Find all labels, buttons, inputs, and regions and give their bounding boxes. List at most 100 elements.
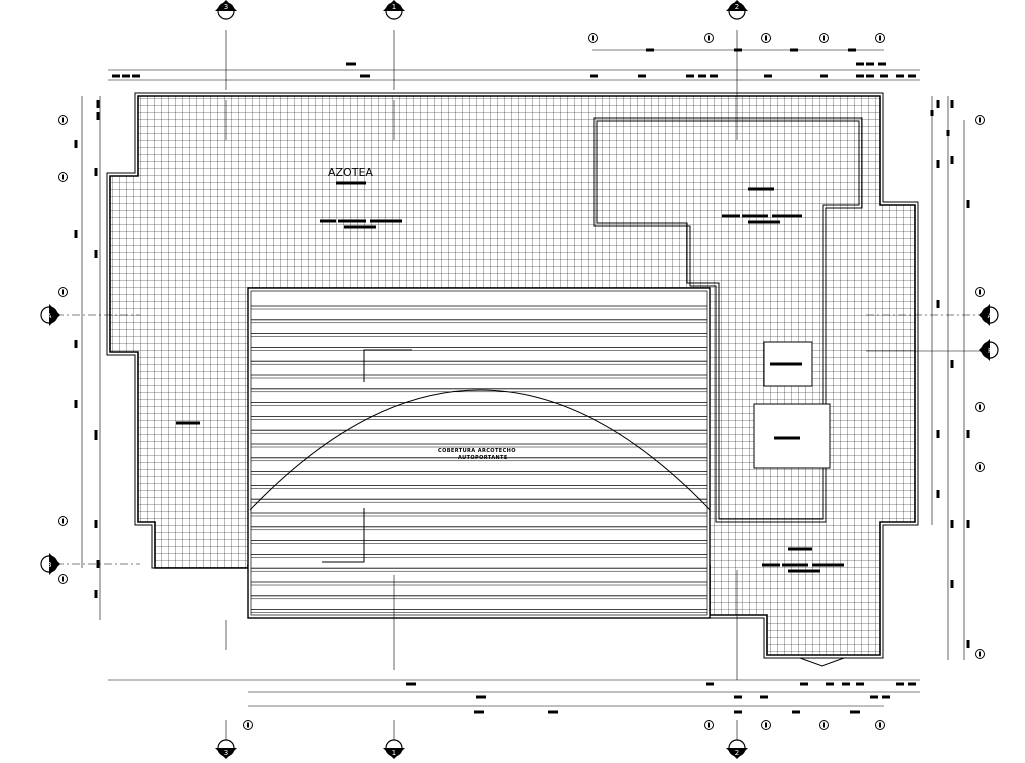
dimension-tick xyxy=(112,74,120,78)
dimension-tick xyxy=(950,520,954,528)
section-marker: 2 xyxy=(726,0,748,20)
axis-lines xyxy=(56,30,985,740)
grid-bubble-mark xyxy=(823,722,825,728)
dimension-tick xyxy=(896,682,904,686)
grid-bubble-mark xyxy=(247,722,249,728)
dimension-tick xyxy=(686,74,694,78)
dimension-tick xyxy=(870,695,878,699)
dimension-tick xyxy=(850,710,860,714)
dimension-tick xyxy=(800,682,808,686)
section-marker: 1 xyxy=(383,739,405,759)
dimension-tick xyxy=(94,168,98,176)
dimension-tick xyxy=(856,62,864,66)
dimension-tick xyxy=(706,682,714,686)
dimension-lines xyxy=(81,49,965,707)
grid-bubble-mark xyxy=(765,35,767,41)
dimension-tick xyxy=(856,74,864,78)
grid-bubble-mark xyxy=(62,289,64,295)
section-marker-label: 2 xyxy=(735,3,739,11)
dimension-tick xyxy=(866,62,874,66)
grid-bubble-mark xyxy=(592,35,594,41)
section-marker: 3 xyxy=(215,0,237,20)
grid-bubble-mark xyxy=(979,464,981,470)
dimension-tick xyxy=(930,110,934,116)
grid-bubble-mark xyxy=(979,651,981,657)
dimension-tick xyxy=(74,230,78,238)
dimension-tick xyxy=(96,100,100,108)
dimension-ticks xyxy=(74,48,970,714)
section-marker: A xyxy=(979,304,999,326)
section-marker: B xyxy=(40,553,60,575)
dimension-tick xyxy=(880,74,888,78)
dimension-tick xyxy=(792,710,800,714)
section-marker: 1 xyxy=(383,0,405,20)
dimension-tick xyxy=(94,520,98,528)
section-marker-label: 3 xyxy=(224,3,228,11)
dimension-tick xyxy=(474,710,484,714)
grid-bubble-mark xyxy=(765,722,767,728)
dimension-tick xyxy=(94,430,98,440)
grid-bubble-mark xyxy=(708,722,710,728)
dimension-tick xyxy=(820,74,828,78)
dimension-tick xyxy=(856,682,864,686)
dimension-tick xyxy=(936,490,940,498)
dimension-tick xyxy=(866,74,874,78)
grid-bubble-mark xyxy=(62,518,64,524)
parapet-lines xyxy=(593,117,863,523)
section-marker: 2 xyxy=(726,739,748,759)
dimension-tick xyxy=(908,682,916,686)
dimension-tick xyxy=(908,74,916,78)
section-marker-label: 3 xyxy=(224,749,228,757)
dimension-tick xyxy=(406,682,416,686)
grid-bubble-mark xyxy=(708,35,710,41)
dimension-tick xyxy=(710,74,718,78)
section-marker: F xyxy=(979,339,999,361)
cover-label-line2: AUTOPORTANTE xyxy=(458,455,508,461)
dimension-tick xyxy=(122,74,130,78)
section-marker-label: A xyxy=(988,312,993,320)
grid-bubble-mark xyxy=(823,35,825,41)
dimension-tick xyxy=(698,74,706,78)
section-marker-label: 1 xyxy=(392,749,396,757)
arch-roof-cover: COBERTURA ARCOTECHO AUTOPORTANTE xyxy=(247,287,711,619)
section-marker-label: 2 xyxy=(735,749,739,757)
dimension-tick xyxy=(646,48,654,52)
dimension-tick xyxy=(950,580,954,588)
skylight-openings xyxy=(753,341,831,469)
dimension-tick xyxy=(790,48,798,52)
dimension-tick xyxy=(734,710,742,714)
grid-bubble-mark xyxy=(979,117,981,123)
section-marker-label: 1 xyxy=(392,3,396,11)
section-marker-label: A xyxy=(47,312,52,320)
dimension-tick xyxy=(950,360,954,368)
dimension-tick xyxy=(590,74,598,78)
cover-label-line1: COBERTURA ARCOTECHO xyxy=(438,448,516,454)
dimension-tick xyxy=(74,340,78,348)
dimension-tick xyxy=(96,560,100,568)
section-marker-label: B xyxy=(47,561,52,569)
grid-bubble-mark xyxy=(979,289,981,295)
section-marker-label: F xyxy=(988,347,992,355)
dimension-tick xyxy=(848,48,856,52)
grid-bubble-mark xyxy=(62,117,64,123)
dimension-tick xyxy=(74,400,78,408)
section-marker: 3 xyxy=(215,739,237,759)
dimension-tick xyxy=(734,48,742,52)
dimension-tick xyxy=(936,430,940,438)
dimension-tick xyxy=(548,710,558,714)
grid-bubble-mark xyxy=(62,174,64,180)
dimension-tick xyxy=(346,62,356,66)
dimension-tick xyxy=(946,130,950,136)
dimension-tick xyxy=(896,74,904,78)
dimension-tick xyxy=(764,74,772,78)
dimension-tick xyxy=(966,520,970,528)
grid-bubble-mark xyxy=(879,35,881,41)
dimension-tick xyxy=(882,695,890,699)
dimension-tick xyxy=(476,695,486,699)
grid-bubble-mark xyxy=(62,576,64,582)
dimension-tick xyxy=(950,100,954,108)
dimension-tick xyxy=(966,640,970,648)
dimension-tick xyxy=(878,62,886,66)
dimension-tick xyxy=(96,112,100,120)
